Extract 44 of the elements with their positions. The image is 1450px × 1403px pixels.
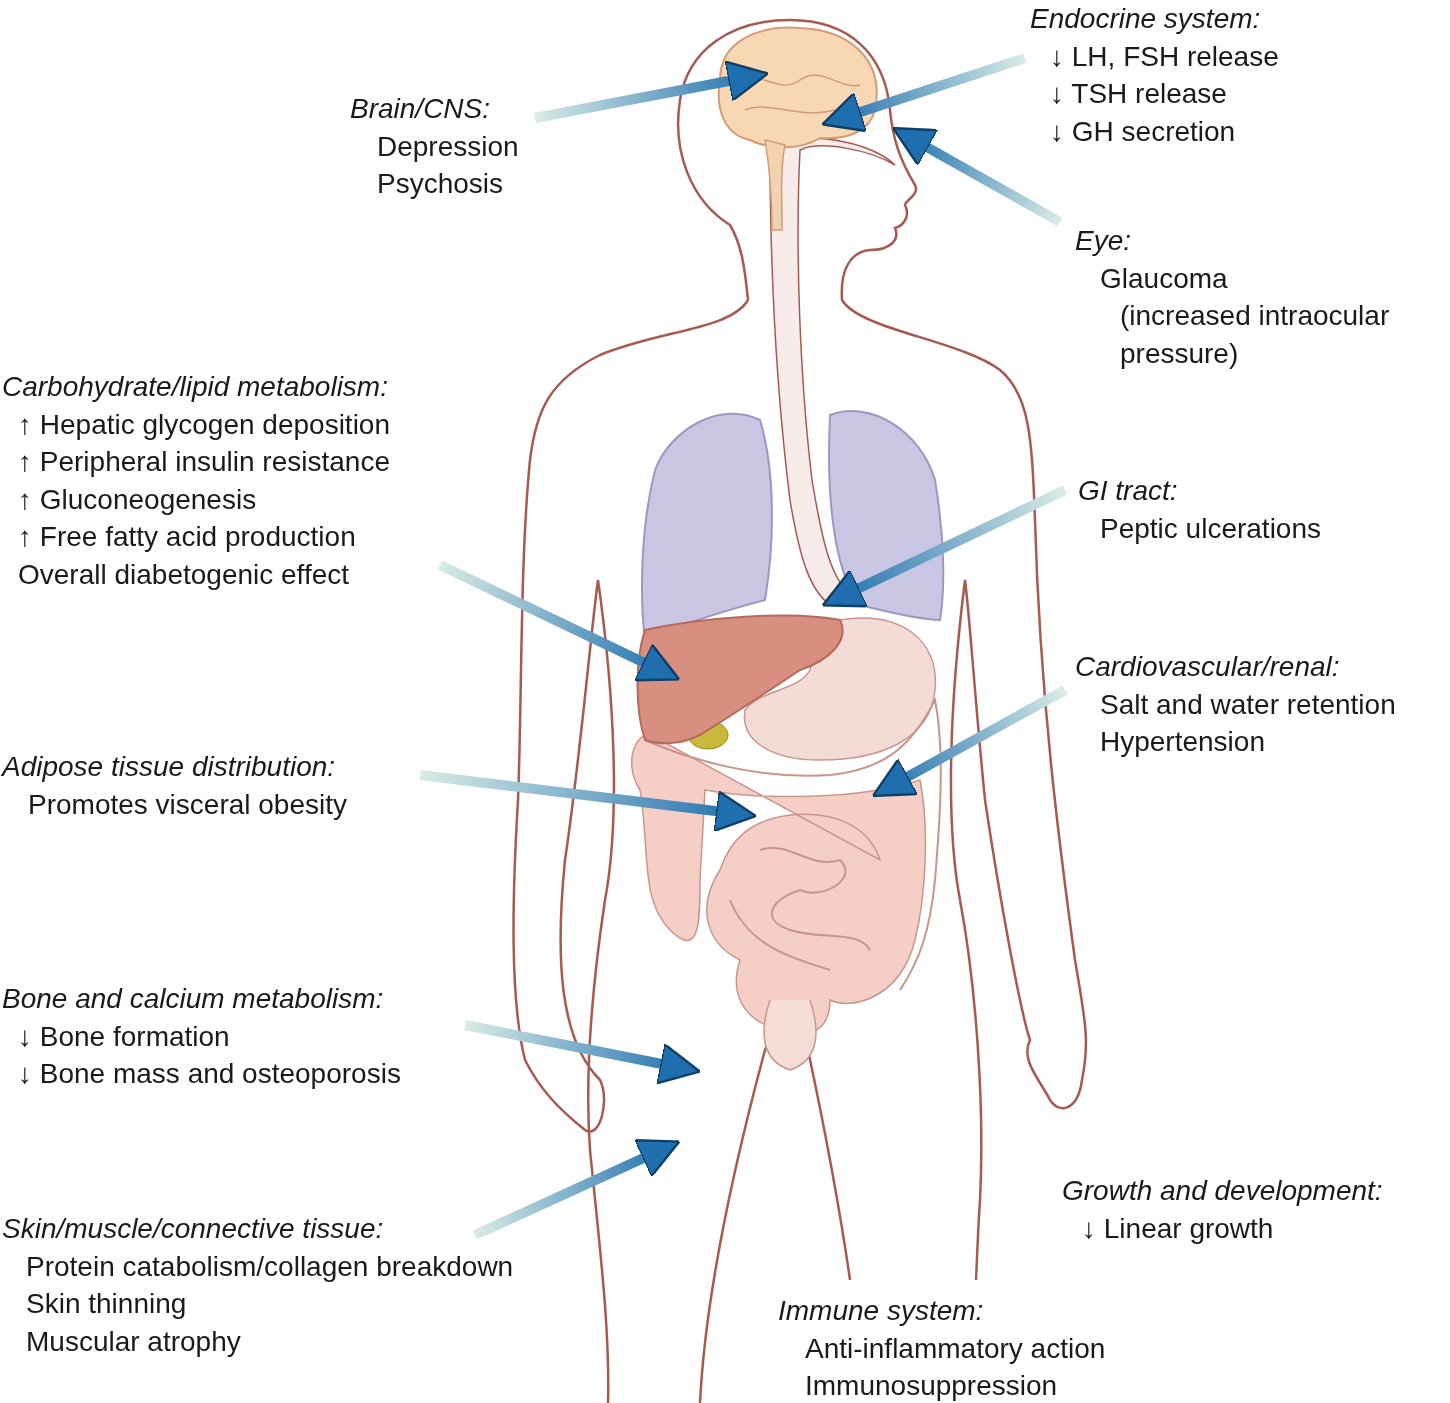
effect-text: Peptic ulcerations: [1100, 511, 1321, 546]
arrow: [472, 1138, 681, 1240]
effect-text: Skin thinning: [26, 1287, 188, 1321]
region-heading: Endocrine system:: [1030, 2, 1262, 36]
effect-text: ↓ TSH release: [1050, 77, 1228, 111]
effect-text: Anti-inflammatory action: [805, 1331, 1106, 1366]
effect-text: ↑ Peripheral insulin resistance: [18, 445, 390, 479]
effect-text: Hypertension: [1100, 725, 1266, 759]
region-heading: Carbohydrate/lipid metabolism:: [2, 370, 389, 404]
arrow: [821, 485, 1068, 608]
effect-text: ↓ LH, FSH release: [1050, 39, 1279, 74]
effect-text: Depression: [377, 129, 519, 164]
arrow: [534, 60, 770, 123]
effect-text: Psychosis: [377, 167, 505, 201]
arrow: [891, 126, 1063, 227]
effect-text: ↓ GH secretion: [1050, 114, 1237, 149]
effect-text: Promotes visceral obesity: [28, 787, 347, 822]
arrow: [821, 53, 1027, 133]
region-heading: GI tract:: [1078, 474, 1179, 508]
effect-text: ↑ Hepatic glycogen deposition: [18, 407, 390, 442]
region-heading: Brain/CNS:: [350, 92, 492, 126]
effect-text: ↓ Bone mass and osteoporosis: [18, 1057, 401, 1091]
effect-text: Protein catabolism/collagen breakdown: [26, 1249, 514, 1284]
effect-text: Immunosuppression: [805, 1369, 1059, 1403]
arrow: [437, 560, 681, 682]
arrow: [464, 1020, 702, 1085]
region-heading: Immune system:: [778, 1294, 985, 1328]
effect-text: Glaucoma: [1100, 261, 1229, 296]
effect-text: Muscular atrophy: [26, 1324, 242, 1359]
effect-text: Overall diabetogenic effect: [18, 557, 351, 592]
region-heading: Cardiovascular/renal:: [1075, 650, 1341, 684]
arrow: [871, 685, 1068, 798]
arrow: [419, 770, 758, 833]
region-heading: Eye:: [1075, 224, 1133, 258]
effect-text: (increased intraocular pressure): [1120, 299, 1391, 371]
effect-text: ↓ Linear growth: [1082, 1211, 1275, 1246]
effect-text: ↑ Gluconeogenesis: [18, 482, 258, 517]
region-heading: Adipose tissue distribution:: [2, 750, 337, 784]
region-heading: Skin/muscle/connective tissue:: [2, 1212, 385, 1246]
effect-text: Salt and water retention: [1100, 687, 1396, 722]
region-heading: Bone and calcium metabolism:: [2, 982, 385, 1016]
region-heading: Growth and development:: [1062, 1174, 1383, 1208]
effect-text: ↓ Bone formation: [18, 1019, 231, 1054]
effect-text: ↑ Free fatty acid production: [18, 520, 357, 554]
